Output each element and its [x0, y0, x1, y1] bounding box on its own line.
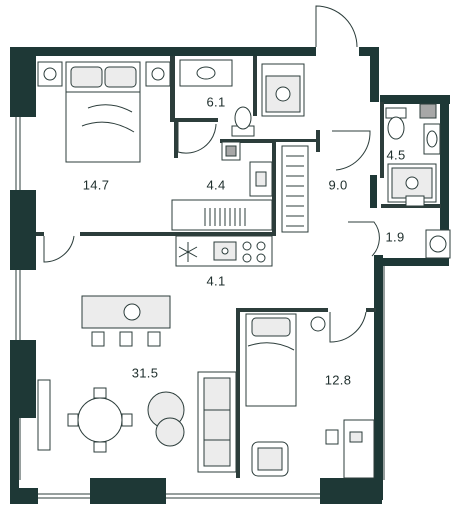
- room-area-kitchen: 4.1: [206, 273, 226, 289]
- bathtub-icon: [387, 163, 437, 207]
- toilet-icon: [385, 107, 407, 140]
- room-area-bathroom: 6.1: [206, 94, 226, 110]
- dining-table-icon: [81, 295, 171, 329]
- desk-icon: [343, 419, 375, 479]
- sofa-icon: [197, 371, 237, 473]
- washbasin-icon: [419, 103, 441, 155]
- bathroom-fixture: [221, 141, 241, 161]
- double-bed-icon: [65, 61, 141, 163]
- shower-icon: [261, 63, 305, 117]
- room-area-bedroom-2: 12.8: [324, 372, 352, 388]
- room-area-bedroom: 14.7: [82, 177, 110, 193]
- room-area-hall: 4.4: [206, 177, 226, 193]
- doors: [43, 5, 380, 343]
- nightstand-right: [145, 61, 171, 87]
- washbasin-icon: [179, 59, 233, 87]
- chair-icon: [91, 331, 161, 347]
- plant-icon: [310, 316, 326, 332]
- nightstand-left: [37, 61, 63, 87]
- washing-machine-icon: [425, 229, 451, 259]
- chair-icon: [325, 429, 339, 445]
- toilet-icon: [231, 106, 255, 137]
- room-area-living: 31.5: [131, 365, 159, 381]
- single-bed-icon: [245, 313, 297, 407]
- chair-icon: [67, 387, 133, 453]
- round-table-icon: [77, 397, 123, 443]
- sink-icon: [213, 241, 237, 261]
- tv-icon: [37, 379, 51, 451]
- exterior-walls: [10, 47, 450, 504]
- room-area-utility: 1.9: [385, 229, 405, 245]
- room-area-corridor: 9.0: [328, 177, 348, 193]
- wardrobe-icon: [171, 199, 273, 231]
- hob-icon: [242, 241, 266, 263]
- room-area-wc: 4.5: [386, 147, 406, 163]
- side-table-icon: [147, 391, 185, 447]
- shoe-rack-icon: [281, 145, 309, 233]
- armchair-icon: [251, 441, 289, 477]
- fridge-icon: [178, 242, 198, 262]
- washing-machine-icon: [249, 161, 273, 197]
